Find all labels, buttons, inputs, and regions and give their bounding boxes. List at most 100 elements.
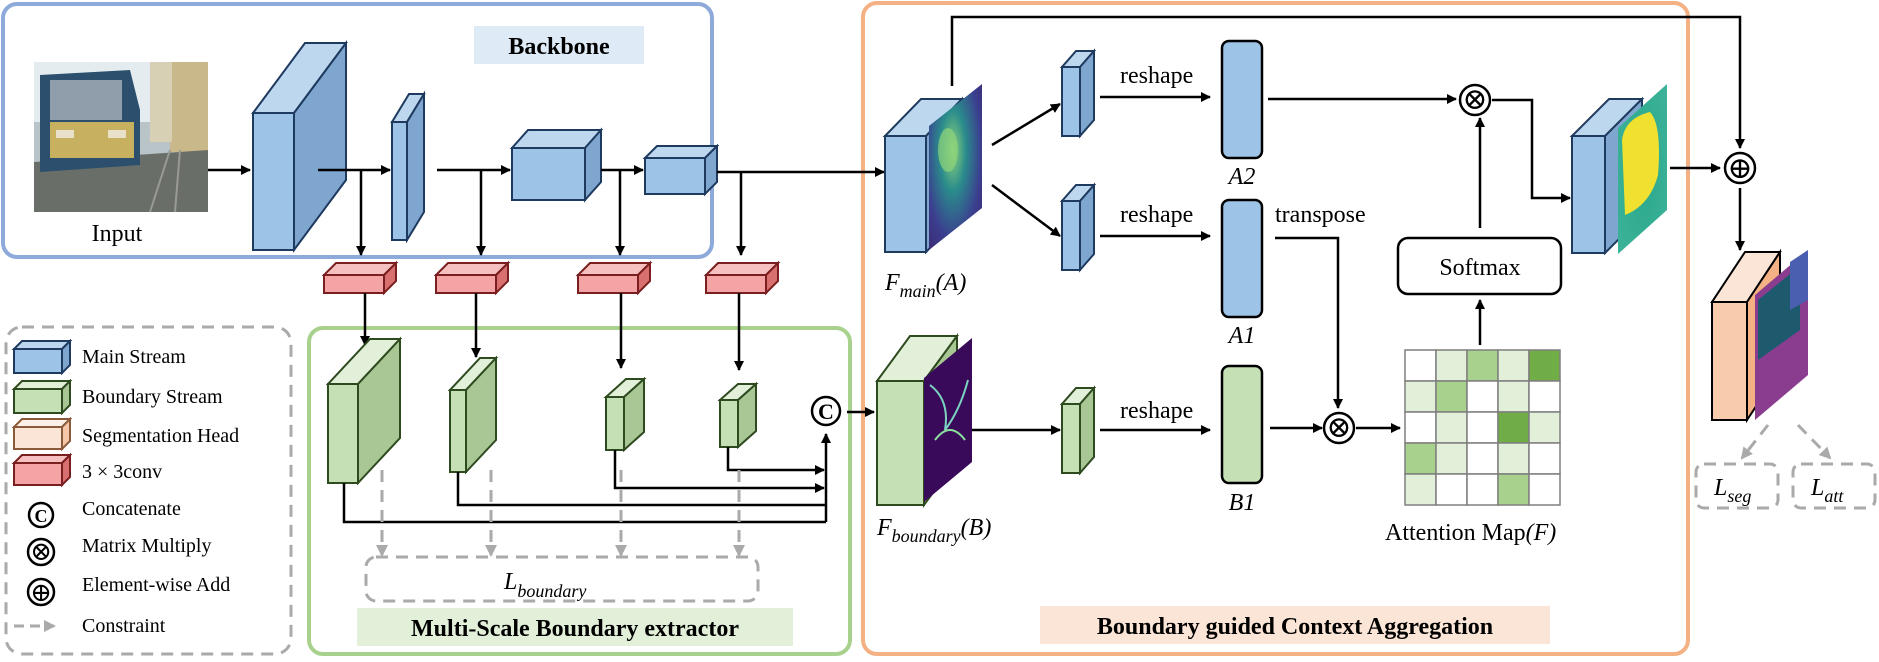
extractor-title: Multi-Scale Boundary extractor bbox=[411, 616, 739, 642]
boundary-loss-label: Lboundary bbox=[503, 569, 586, 601]
concat-symbol: C bbox=[810, 395, 842, 427]
legend-concatenate: Concatenate bbox=[82, 498, 181, 520]
f-boundary-arg: (B) bbox=[961, 515, 992, 541]
conv-block-2 bbox=[433, 260, 511, 296]
legend-segmentation-head: Segmentation Head bbox=[82, 425, 239, 447]
cube-a2 bbox=[1059, 48, 1097, 139]
multiply-top-glyph: ⊗ bbox=[1462, 83, 1487, 116]
conv-block-1 bbox=[321, 260, 399, 296]
legend-constraint: Constraint bbox=[82, 615, 166, 637]
att-loss-label: Latt bbox=[1810, 475, 1844, 506]
f-boundary-feature bbox=[875, 332, 972, 509]
attention-cell bbox=[1404, 473, 1437, 506]
seg-loss-box bbox=[1694, 462, 1780, 510]
backbone-block-1 bbox=[251, 39, 348, 254]
boundary-loss-sub: boundary bbox=[517, 581, 586, 601]
attention-cell bbox=[1404, 349, 1437, 382]
att-loss-main: L bbox=[1810, 475, 1824, 501]
aggregation-title-bg bbox=[1040, 606, 1550, 644]
attention-cell bbox=[1404, 411, 1437, 444]
main-stream-icon bbox=[11, 338, 73, 376]
f-main-label: Fmain(A) bbox=[884, 270, 966, 301]
residual-arrows bbox=[950, 15, 1745, 251]
f-main-feature bbox=[882, 84, 982, 255]
boundary-loss-main: L bbox=[503, 569, 517, 595]
cube-arrows bbox=[972, 92, 1211, 435]
segmentation-head bbox=[1710, 248, 1808, 424]
attention-cell bbox=[1466, 349, 1499, 382]
f-main-sub: main bbox=[900, 281, 936, 301]
legend-box bbox=[4, 325, 293, 656]
attention-cell bbox=[1497, 411, 1530, 444]
boundary-block-3 bbox=[603, 376, 647, 453]
boundary-stream-icon bbox=[11, 378, 73, 416]
attention-cell bbox=[1404, 442, 1437, 475]
boundary-block-4 bbox=[717, 381, 759, 450]
f-boundary-sub: boundary bbox=[892, 526, 961, 546]
backbone-block-3 bbox=[509, 127, 604, 203]
concatenate-icon: C bbox=[27, 501, 55, 529]
cube-b1 bbox=[1059, 385, 1097, 476]
legend-element-wise-add: Element-wise Add bbox=[82, 574, 230, 596]
attention-cell bbox=[1466, 411, 1499, 444]
legend-conv: 3 × 3conv bbox=[82, 461, 162, 483]
boundary-block-1 bbox=[325, 336, 403, 486]
backbone-title: Backbone bbox=[508, 34, 610, 60]
b1-label: B1 bbox=[1229, 490, 1256, 516]
aggregation-section: Boundary guided Context Aggregation bbox=[861, 1, 1690, 656]
attention-cell bbox=[1497, 380, 1530, 413]
segmentation-head-icon bbox=[11, 416, 73, 452]
attention-cell bbox=[1528, 473, 1561, 506]
f-main-main: F bbox=[884, 270, 900, 296]
b1-bar bbox=[1220, 364, 1264, 485]
backbone-title-bg bbox=[474, 26, 644, 64]
add-symbol: ⊕ bbox=[1723, 151, 1757, 185]
conv-block-3 bbox=[575, 260, 653, 296]
softmax-label: Softmax bbox=[1439, 255, 1520, 281]
attention-cell bbox=[1528, 380, 1561, 413]
attention-cell bbox=[1528, 442, 1561, 475]
a2-label: A2 bbox=[1227, 164, 1256, 190]
multiply-symbol-bottom: ⊗ bbox=[1322, 411, 1356, 445]
attention-map-text: Attention Map bbox=[1385, 520, 1526, 546]
input-image bbox=[34, 62, 208, 213]
cube-a1 bbox=[1059, 182, 1097, 273]
attention-map bbox=[1404, 349, 1561, 506]
matrix-multiply-icon: ⊗ bbox=[26, 537, 56, 567]
output-feature bbox=[1569, 84, 1667, 256]
attention-cell bbox=[1435, 349, 1468, 382]
a2-bar bbox=[1220, 39, 1264, 160]
attention-cell bbox=[1466, 380, 1499, 413]
legend-add-glyph: ⊕ bbox=[30, 578, 52, 607]
attention-cell bbox=[1435, 473, 1468, 506]
attention-cell bbox=[1435, 442, 1468, 475]
concat-symbol-glyph: C bbox=[818, 399, 834, 424]
attention-cell bbox=[1466, 442, 1499, 475]
attention-cell bbox=[1497, 349, 1530, 382]
conv-block-4 bbox=[703, 260, 781, 296]
a1-bar bbox=[1220, 198, 1264, 319]
legend-boundary-stream: Boundary Stream bbox=[82, 386, 223, 408]
seg-loss-sub: seg bbox=[1727, 486, 1751, 506]
multiply-symbol-top: ⊗ bbox=[1458, 83, 1492, 117]
attention-cell bbox=[1497, 442, 1530, 475]
extractor-title-bg bbox=[357, 608, 793, 646]
softmax-box bbox=[1396, 236, 1563, 296]
boundary-constraints bbox=[376, 470, 745, 557]
add-glyph: ⊕ bbox=[1727, 152, 1752, 185]
attention-cell bbox=[1528, 411, 1561, 444]
seg-constraints bbox=[1740, 423, 1832, 460]
backbone-arrows bbox=[318, 165, 885, 256]
transpose-label: transpose bbox=[1275, 202, 1366, 228]
legend-concat-glyph: C bbox=[35, 506, 48, 526]
reshape-b1-label: reshape bbox=[1120, 398, 1193, 424]
att-loss-box bbox=[1791, 462, 1877, 510]
backbone-block-2 bbox=[390, 90, 426, 244]
legend-main-stream: Main Stream bbox=[82, 346, 186, 368]
attention-map-var: (F) bbox=[1526, 520, 1557, 546]
attention-cell bbox=[1435, 411, 1468, 444]
legend: Main Stream Boundary Stream Segmentation… bbox=[11, 338, 239, 637]
f-main-arg: (A) bbox=[936, 270, 967, 296]
boundary-loss-box bbox=[364, 555, 760, 603]
